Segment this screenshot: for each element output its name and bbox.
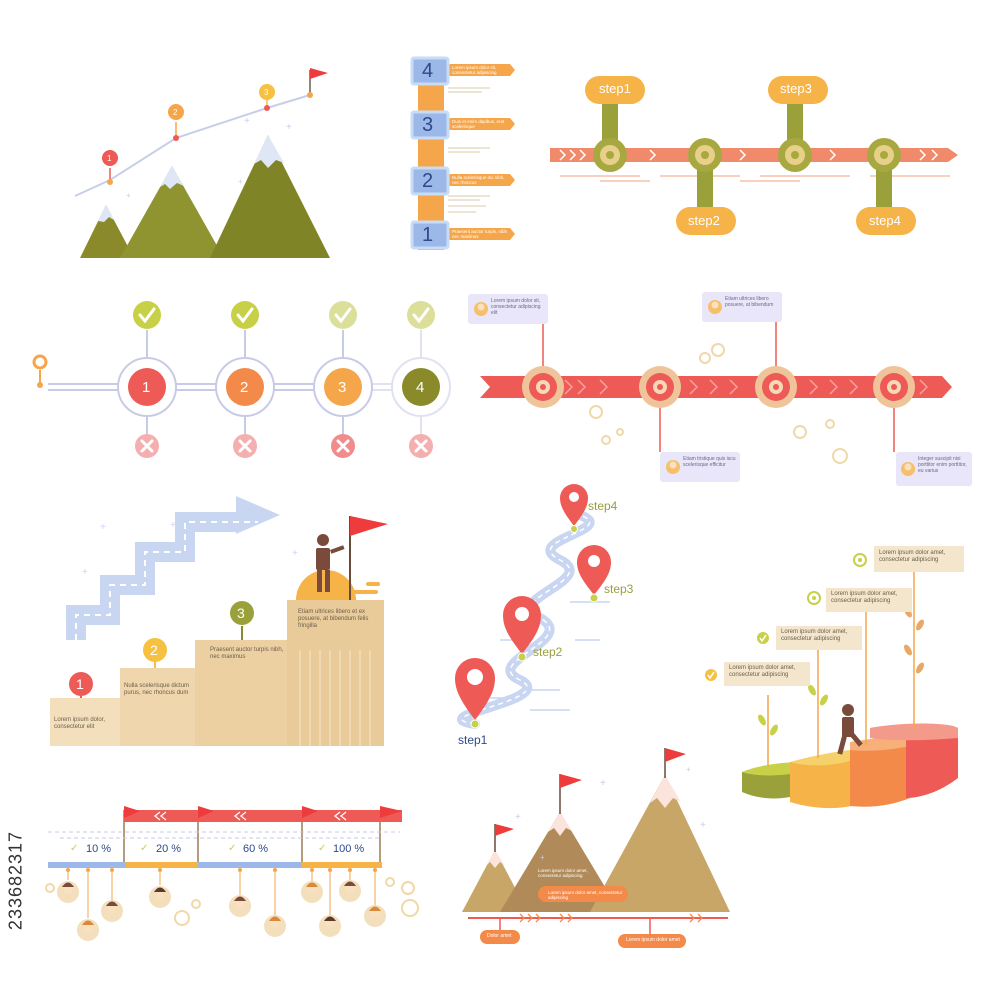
progress-label-20: 20 % bbox=[156, 843, 182, 855]
winding-route bbox=[455, 484, 611, 729]
svg-text:+: + bbox=[126, 191, 131, 200]
stairs-number-1: 1 bbox=[76, 676, 84, 692]
arrow-step-2: step2 bbox=[688, 213, 720, 228]
person-icon bbox=[316, 534, 345, 592]
check-icons bbox=[705, 632, 769, 681]
svg-text:+: + bbox=[170, 520, 176, 531]
stairs-number-2: 2 bbox=[150, 642, 158, 658]
progress-check-2: ✓ bbox=[140, 843, 149, 854]
stack-number-3: 3 bbox=[422, 114, 434, 136]
arrow-step-4: step4 bbox=[869, 213, 901, 228]
timeline-number-4: 4 bbox=[416, 379, 425, 396]
people-card-4: Integer suscipit nisi porttitor enim por… bbox=[918, 456, 967, 474]
marker-label-3: 3 bbox=[264, 88, 269, 97]
stack-text-4: Lorem ipsum dolor sit, consectetur adipi… bbox=[452, 65, 497, 76]
flag-icon bbox=[560, 774, 582, 788]
podium-label-1: Lorem ipsum dolor amet, consectetur adip… bbox=[729, 665, 796, 678]
arrow-step-3: step3 bbox=[780, 81, 812, 96]
people-timeline bbox=[468, 292, 972, 486]
check-cross-timeline bbox=[32, 301, 451, 458]
arrow-step-1: step1 bbox=[599, 81, 631, 96]
people-card-3: Etiam tristique quis iscu scelerisque ef… bbox=[683, 456, 736, 468]
svg-text:+: + bbox=[700, 820, 706, 831]
progress-label-100: 100 % bbox=[333, 843, 365, 855]
people-avatar-icons bbox=[57, 880, 386, 941]
marker-1-icon bbox=[102, 150, 118, 166]
stack-text-2: Nulla scelerisque dui nibh, nec rhoncus bbox=[452, 175, 505, 186]
climbing-person-icon bbox=[837, 704, 863, 755]
stairs-text-4: Etiam ultrices libero et ex posuere, at … bbox=[298, 609, 369, 629]
mountain-label-4: Lorem ipsum dolor amet bbox=[626, 937, 680, 943]
stairs-text-3: Praesent auctor turpis nibh, nec maximus bbox=[210, 647, 284, 660]
progress-check-3: ✓ bbox=[228, 843, 237, 854]
stock-id: 233682317 bbox=[6, 770, 26, 990]
progress-check-4: ✓ bbox=[318, 843, 327, 854]
podium-label-3: Lorem ipsum dolor amet, consectetur adip… bbox=[831, 591, 898, 604]
people-card-1: Lorem ipsum dolor sit, consectetur adipi… bbox=[491, 298, 541, 316]
flag-icon bbox=[350, 516, 388, 536]
route-step-4: step4 bbox=[588, 499, 618, 513]
mountain-label-1: Lorem ipsum dolor amet, consectetur adip… bbox=[538, 868, 588, 879]
stock-id-text: 233682317 bbox=[5, 830, 26, 931]
podium-label-2: Lorem ipsum dolor amet, consectetur adip… bbox=[781, 629, 848, 642]
marker-label-2: 2 bbox=[173, 108, 178, 117]
svg-text:+: + bbox=[82, 567, 88, 578]
progress-label-10: 10 % bbox=[86, 843, 112, 855]
svg-text:+: + bbox=[238, 177, 243, 186]
avatar-icons bbox=[474, 300, 915, 476]
stack-number-2: 2 bbox=[422, 170, 434, 192]
svg-text:+: + bbox=[540, 853, 545, 862]
stack-text-3: Duis et enim dapibus, erat scelerisque bbox=[452, 119, 505, 130]
mountain-label-3: Dolor amet bbox=[487, 933, 512, 939]
svg-text:+: + bbox=[515, 812, 521, 823]
progress-check-1: ✓ bbox=[70, 843, 79, 854]
stack-number-4: 4 bbox=[422, 60, 434, 82]
check-icons bbox=[133, 301, 435, 329]
stairs-text-2: Nulla scelerisque dictum purus, nec rhon… bbox=[124, 683, 190, 696]
svg-text:+: + bbox=[292, 548, 298, 559]
svg-text:+: + bbox=[600, 778, 606, 789]
podium-label-4: Lorem ipsum dolor amet, consectetur adip… bbox=[879, 550, 946, 563]
people-card-2: Etiam ultrices libero posuere, at bibend… bbox=[725, 296, 774, 308]
stack-steps bbox=[410, 56, 515, 250]
location-pin-icons bbox=[455, 484, 611, 729]
route-step-3: step3 bbox=[604, 582, 634, 596]
flag-mountains: + + + + + bbox=[462, 748, 730, 948]
stairs-diagram: + + + + bbox=[50, 496, 388, 746]
timeline-number-3: 3 bbox=[338, 379, 347, 396]
route-step-2: step2 bbox=[533, 645, 563, 659]
svg-text:+: + bbox=[686, 765, 691, 774]
flag-icon bbox=[310, 68, 328, 79]
mountain-label-2: Lorem ipsum dolor amet, consectetur adip… bbox=[548, 890, 623, 901]
stack-text-1: Praesent auctor turpis, nibh nec maximus bbox=[452, 229, 508, 240]
stairs-text-1: Lorem ipsum dolor, consectetur elit bbox=[54, 717, 106, 730]
arrow-step-timeline bbox=[550, 76, 958, 235]
cross-icons bbox=[135, 434, 433, 458]
marker-2-icon bbox=[168, 104, 184, 120]
route-step-1: step1 bbox=[458, 733, 488, 747]
svg-text:+: + bbox=[100, 522, 106, 533]
svg-text:+: + bbox=[286, 122, 292, 133]
flag-icon bbox=[665, 748, 686, 762]
timeline-number-1: 1 bbox=[142, 379, 151, 396]
flag-icon bbox=[495, 824, 514, 836]
progress-label-60: 60 % bbox=[243, 843, 269, 855]
mountain-growth-chart: + + + + bbox=[74, 68, 330, 258]
svg-text:+: + bbox=[244, 116, 250, 127]
podium-diagram bbox=[705, 546, 964, 809]
marker-label-1: 1 bbox=[107, 154, 112, 163]
timeline-number-2: 2 bbox=[240, 379, 249, 396]
progress-timeline bbox=[45, 806, 419, 941]
stairs-number-3: 3 bbox=[237, 605, 245, 621]
stack-number-1: 1 bbox=[422, 224, 434, 246]
marker-3-icon bbox=[259, 84, 275, 100]
